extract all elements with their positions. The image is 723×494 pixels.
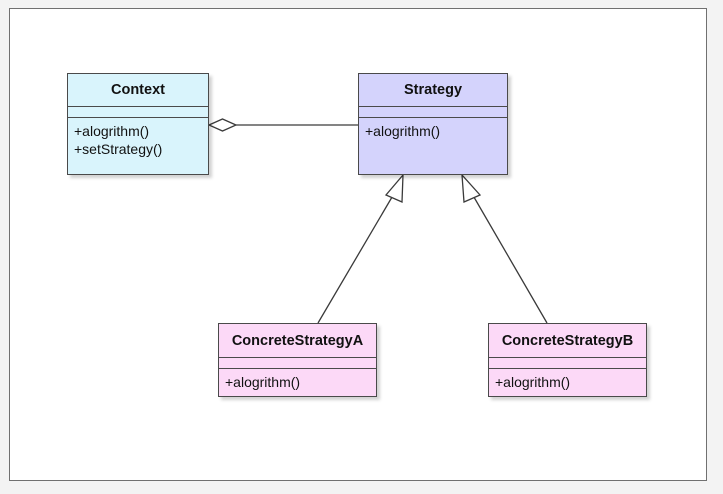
operations-compartment: +alogrithm() <box>489 369 646 391</box>
class-name: Context <box>68 74 208 107</box>
operation: +alogrithm() <box>365 123 441 139</box>
generalization-line-b <box>470 191 548 324</box>
attributes-compartment <box>359 107 507 118</box>
generalization-arrowhead-b-icon <box>461 173 482 203</box>
class-strategy[interactable]: Strategy +alogrithm() <box>358 73 508 175</box>
class-name: Strategy <box>359 74 507 107</box>
aggregation-diamond-icon <box>207 118 238 132</box>
attributes-compartment <box>219 358 376 369</box>
class-context[interactable]: Context +alogrithm() +setStrategy() <box>67 73 209 175</box>
class-concrete-strategy-a[interactable]: ConcreteStrategyA +alogrithm() <box>218 323 377 397</box>
operation: +setStrategy() <box>74 141 163 157</box>
class-name: ConcreteStrategyA <box>219 324 376 358</box>
operations-compartment: +alogrithm() <box>219 369 376 391</box>
operation: +alogrithm() <box>495 374 571 390</box>
attributes-compartment <box>489 358 646 369</box>
class-name: ConcreteStrategyB <box>489 324 646 358</box>
operations-compartment: +alogrithm() <box>359 118 507 140</box>
class-concrete-strategy-b[interactable]: ConcreteStrategyB +alogrithm() <box>488 323 647 397</box>
operation: +alogrithm() <box>74 123 150 139</box>
attributes-compartment <box>68 107 208 118</box>
operation: +alogrithm() <box>225 374 301 390</box>
generalization-line-a <box>317 191 396 324</box>
generalization-arrowhead-a-icon <box>384 173 404 203</box>
operations-compartment: +alogrithm() +setStrategy() <box>68 118 208 158</box>
